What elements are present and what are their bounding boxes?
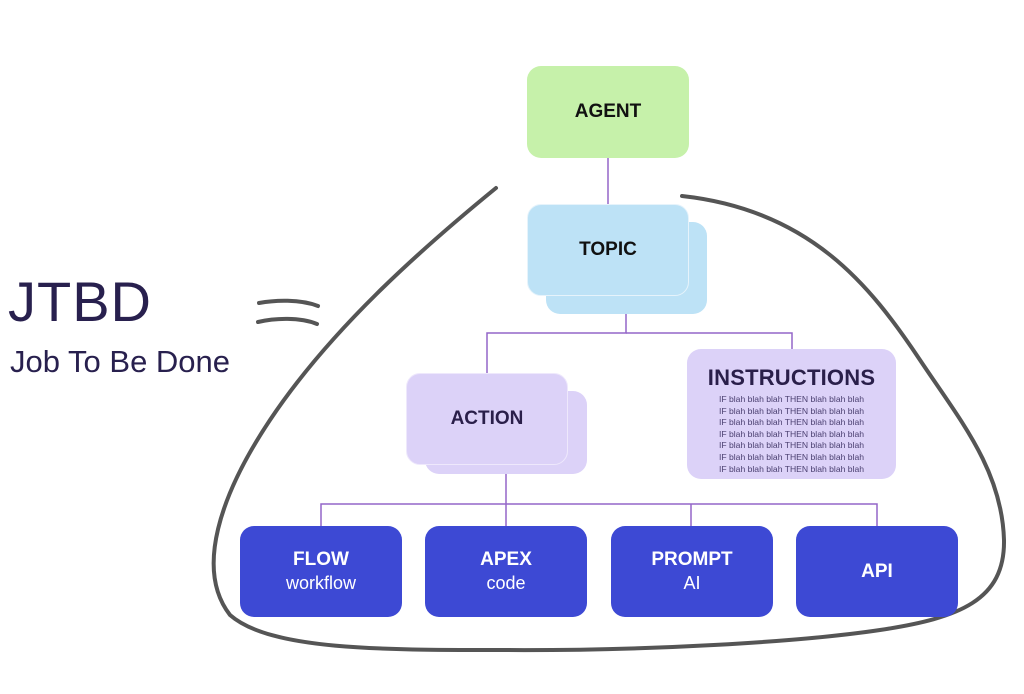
instructions-label: INSTRUCTIONS — [707, 365, 876, 390]
equals-sign-icon-lower — [256, 316, 319, 326]
topic-node: TOPIC — [527, 204, 689, 296]
equals-sign-icon — [257, 298, 320, 308]
prompt-sublabel: AI — [683, 573, 701, 593]
connector-topic-instructions — [626, 332, 793, 349]
instruction-line: IF blah blah blah THEN blah blah blah — [718, 463, 865, 474]
flow-label: FLOW — [293, 549, 349, 570]
action-label: ACTION — [450, 408, 524, 429]
topic-label: TOPIC — [579, 239, 637, 260]
jtbd-acronym: JTBD — [8, 270, 152, 333]
api-node: API — [796, 526, 958, 617]
instruction-line: IF blah blah blah THEN blah blah blah — [718, 428, 865, 439]
connector-topic-children — [486, 314, 627, 373]
prompt-label: PROMPT — [651, 549, 733, 570]
apex-node: APEX code — [425, 526, 587, 617]
agent-label: AGENT — [574, 101, 642, 122]
instruction-line: IF blah blah blah THEN blah blah blah — [718, 394, 865, 404]
flow-sublabel: workflow — [285, 573, 356, 593]
instruction-line: IF blah blah blah THEN blah blah blah — [718, 417, 865, 428]
prompt-node: PROMPT AI — [611, 526, 773, 617]
apex-sublabel: code — [486, 573, 526, 593]
action-node: ACTION — [406, 373, 568, 465]
agent-node: AGENT — [527, 66, 689, 158]
instruction-line: IF blah blah blah THEN blah blah blah — [718, 405, 865, 416]
api-label: API — [861, 560, 893, 582]
instructions-node: INSTRUCTIONS IF blah blah blah THEN blah… — [687, 349, 896, 479]
jtbd-expansion: Job To Be Done — [10, 344, 231, 379]
apex-label: APEX — [480, 549, 532, 570]
flow-node: FLOW workflow — [240, 526, 402, 617]
connector-leaves-bus — [320, 503, 878, 526]
instruction-line: IF blah blah blah THEN blah blah blah — [718, 440, 865, 451]
instruction-line: IF blah blah blah THEN blah blah blah — [718, 451, 865, 462]
